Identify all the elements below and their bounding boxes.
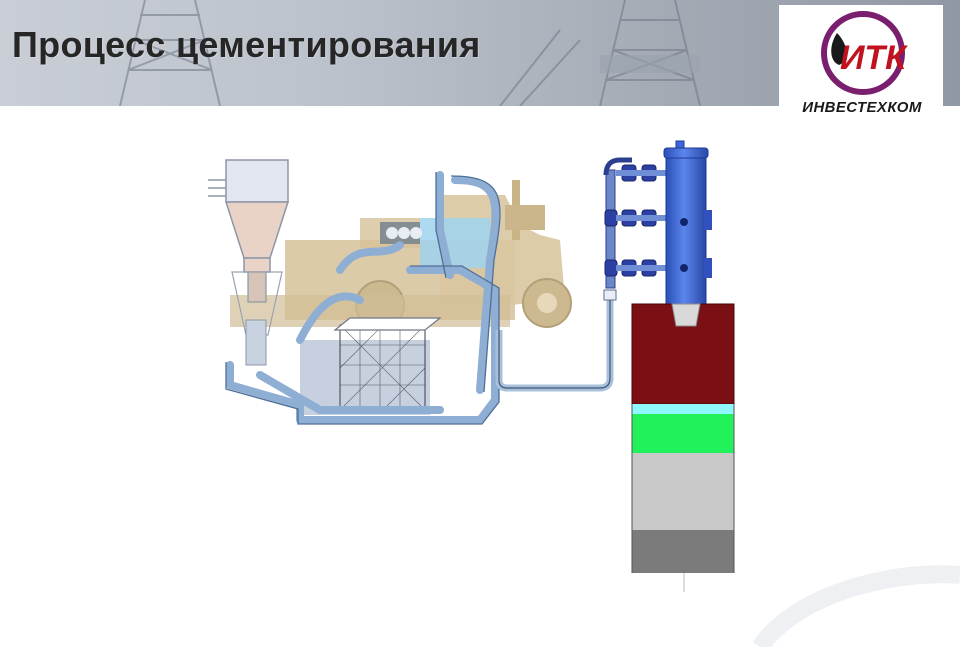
discharge-line bbox=[495, 289, 617, 392]
fluid-layer bbox=[632, 404, 734, 414]
cement-head bbox=[663, 140, 712, 327]
cement-layer bbox=[632, 453, 734, 530]
pipe-network bbox=[226, 171, 500, 424]
mixing-tank bbox=[300, 317, 442, 415]
company-logo: ИТК ИНВЕСТЕХКОМ bbox=[779, 5, 943, 118]
logo-company-name: ИНВЕСТЕХКОМ bbox=[802, 99, 922, 116]
drilling-rig-background bbox=[119, 0, 701, 106]
manifold bbox=[603, 157, 666, 289]
spacer-layer bbox=[632, 414, 734, 453]
itk-emblem-icon: ИТК bbox=[821, 11, 908, 95]
well-cross-section bbox=[631, 303, 735, 592]
logo-monogram: ИТК bbox=[840, 39, 908, 77]
pipe-outlines bbox=[225, 172, 501, 425]
page-title: Процесс цементирования bbox=[12, 24, 481, 65]
cement-hopper bbox=[208, 159, 290, 366]
decorative-arc bbox=[752, 565, 960, 647]
bottom-layer bbox=[632, 530, 734, 573]
